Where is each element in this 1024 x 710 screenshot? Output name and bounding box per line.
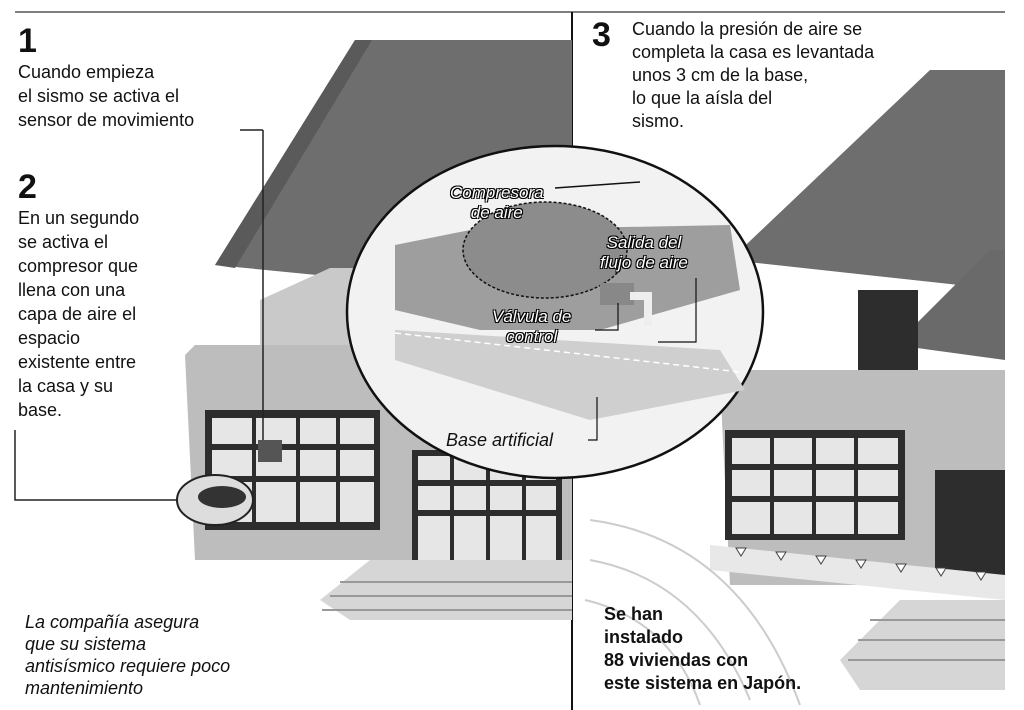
detail-inset	[345, 144, 765, 480]
label-control-valve: Válvula de control	[492, 307, 571, 347]
text-line: Cuando empieza	[18, 62, 155, 82]
text-line: mantenimiento	[25, 678, 144, 698]
label-line: de aire	[470, 203, 523, 222]
text-line: La compañía asegura	[25, 612, 200, 632]
label-line: Compresora	[450, 183, 544, 202]
control-valve	[600, 283, 634, 305]
label-line: Válvula de	[492, 307, 572, 326]
step-3-number: 3	[592, 16, 611, 54]
label-line: control	[506, 327, 558, 346]
label-air-outlet: Salida del flujo de aire	[600, 233, 688, 273]
step-2-text: En un segundo se activa el compresor que…	[18, 206, 139, 422]
text-line: sismo.	[632, 111, 685, 131]
text-line: que su sistema	[25, 634, 147, 654]
text-line: Se han	[604, 604, 664, 624]
text-line: instalado	[604, 627, 684, 647]
seismic-waves	[584, 519, 801, 706]
text-line: completa la casa es levantada	[632, 42, 875, 62]
step-1-number: 1	[18, 22, 37, 60]
text-line: antisísmico requiere poco	[25, 656, 231, 676]
text-line: el sismo se activa el	[18, 86, 180, 106]
text-line: sensor de movimiento	[18, 110, 195, 130]
label-artificial-base: Base artificial	[446, 430, 554, 450]
text-line: unos 3 cm de la base,	[632, 65, 809, 85]
motion-sensor	[258, 440, 282, 462]
text-line: base.	[18, 400, 63, 420]
step-3-text: Cuando la presión de aire se completa la…	[632, 18, 874, 133]
label-line: Salida del	[606, 233, 682, 252]
text-line: se activa el	[18, 232, 109, 252]
text-line: 88 viviendas con	[604, 650, 749, 670]
text-line: existente entre	[18, 352, 137, 372]
text-line: la casa y su	[18, 376, 114, 396]
step-2-number: 2	[18, 168, 37, 206]
maintenance-note: La compañía asegura que su sistema antis…	[25, 611, 230, 699]
text-line: capa de aire el	[18, 304, 137, 324]
text-line: este sistema en Japón.	[604, 673, 802, 693]
step-1-text: Cuando empieza el sismo se activa el sen…	[18, 60, 194, 132]
installations-note: Se han instalado 88 viviendas con este s…	[604, 603, 801, 695]
label-air-compressor: Compresora de aire	[450, 183, 544, 223]
text-line: llena con una	[18, 280, 126, 300]
text-line: compresor que	[18, 256, 139, 276]
text-line: espacio	[18, 328, 81, 348]
air-compressor	[462, 201, 628, 299]
text-line: lo que la aísla del	[632, 88, 773, 108]
text-line: En un segundo	[18, 208, 140, 228]
label-line: flujo de aire	[600, 253, 688, 272]
text-line: Cuando la presión de aire se	[632, 19, 863, 39]
right-house	[584, 70, 1005, 706]
